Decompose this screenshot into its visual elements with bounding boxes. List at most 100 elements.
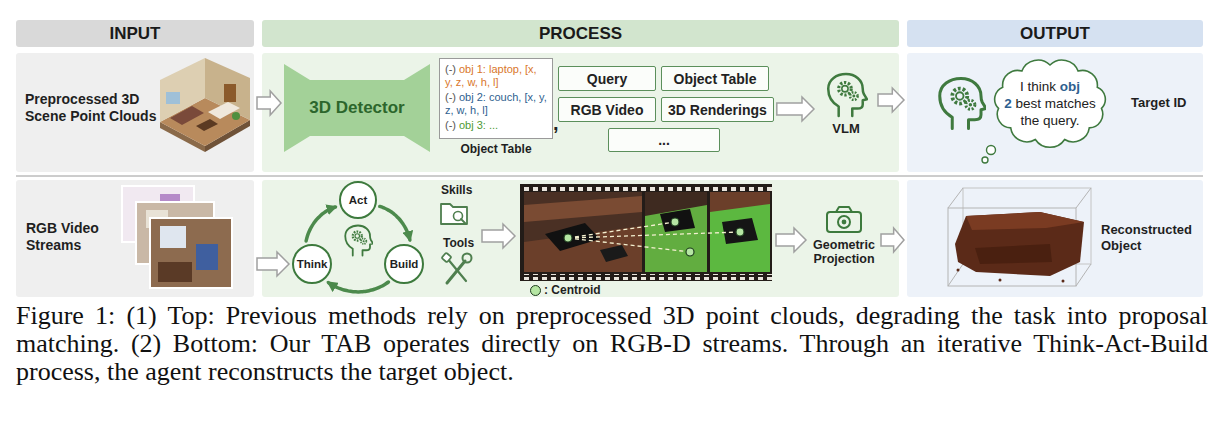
table — [196, 119, 218, 131]
thought-cloud: I thinkobj 2best matches the query. — [988, 55, 1112, 151]
camera-lens — [838, 216, 850, 228]
film-perforations — [520, 274, 772, 280]
row-marker: (-) — [445, 91, 456, 103]
wrench-head — [463, 254, 472, 263]
wrench — [447, 261, 465, 283]
couch — [710, 192, 770, 212]
track-line — [568, 222, 675, 238]
tools-label: Tools — [443, 236, 474, 250]
point — [1062, 280, 1065, 283]
camera-lens-center — [842, 220, 847, 225]
bounding-box-edge — [1076, 188, 1091, 208]
input-panel: RGB Video Streams — [16, 180, 254, 297]
skills-label: Skills — [441, 183, 472, 197]
track-line — [568, 238, 690, 252]
input-box: 3D Renderings — [661, 97, 774, 122]
flow-arrow — [776, 228, 806, 252]
cycle-arrow — [306, 207, 335, 241]
object-table: (-)obj 1: laptop, [x, y, z, w, h, l](-)o… — [439, 58, 553, 156]
node-text: Reconstructed Object — [1101, 222, 1201, 253]
flow-arrow — [257, 91, 281, 115]
bounding-box-edge — [948, 264, 963, 286]
input-box: ... — [608, 128, 720, 152]
row-entry: obj 3: ... — [459, 119, 498, 131]
point — [999, 279, 1002, 282]
table-row: (-)obj 3: ... — [445, 119, 547, 132]
agent-head-icon — [940, 79, 986, 129]
thought-text: best matches the query. — [1015, 96, 1095, 128]
legend-item: : Centroid — [530, 283, 601, 297]
separator-comma: , — [553, 112, 559, 135]
cycle-step: Act — [339, 181, 377, 219]
stage-header: INPUT — [16, 20, 254, 47]
projection-node: Geometric Projection — [810, 204, 878, 267]
agent-head-icon — [345, 226, 373, 256]
input-box: RGB Video — [558, 97, 656, 122]
cloud-outline — [995, 60, 1106, 147]
thought-bubble — [987, 146, 996, 155]
flow-arrow — [777, 97, 814, 121]
node-text: Think — [297, 258, 328, 270]
thought-bubble — [982, 157, 988, 163]
node-text: Build — [390, 258, 419, 270]
divider-line — [16, 176, 1203, 177]
output-panel: Reconstructed Object — [907, 180, 1203, 297]
couch-top — [966, 212, 1084, 230]
process-panel — [262, 180, 899, 297]
track-line — [568, 232, 740, 238]
node-text: PROCESS — [539, 24, 622, 44]
node-text: OUTPUT — [1020, 24, 1090, 44]
flow-arrow — [257, 252, 289, 276]
vlm-node: VLM — [817, 72, 875, 137]
cabinet — [224, 84, 236, 102]
process-panel — [262, 53, 899, 172]
node-text: 3D Detector — [309, 98, 404, 118]
node-text: 3D Renderings — [668, 102, 767, 118]
vlm-icon — [824, 72, 868, 118]
detector-body — [284, 64, 430, 152]
figure-caption: Figure 1: (1) Top: Previous methods rely… — [16, 302, 1208, 386]
window — [160, 226, 186, 248]
camera-icon — [824, 204, 864, 234]
node-text: Act — [349, 194, 368, 206]
chair — [196, 244, 218, 270]
camera-top — [836, 207, 852, 212]
mask-overlay — [645, 205, 707, 272]
node-text: Preprocessed 3D Scene Point Clouds — [25, 91, 159, 125]
tools-icon — [442, 253, 472, 283]
couch — [170, 106, 204, 125]
folder-icon — [441, 204, 467, 224]
laptop — [722, 218, 758, 244]
table — [158, 262, 192, 282]
table-frame: (-)obj 1: laptop, [x, y, z, w, h, l](-)o… — [439, 58, 553, 139]
cloud-text-block: I thinkobj 2best matches the query. — [988, 78, 1112, 129]
row-entry: obj 1: laptop, [x, y, z, w, h, l] — [445, 63, 537, 88]
film-frame — [524, 192, 642, 272]
row-marker: (-) — [445, 119, 456, 131]
device — [600, 245, 628, 262]
film-perforations — [520, 185, 772, 191]
row-marker: (-) — [445, 63, 456, 75]
flow-arrow — [881, 228, 904, 252]
scene-point-cloud — [160, 58, 250, 152]
cycle-arrow — [380, 206, 410, 240]
input-panel — [16, 53, 254, 172]
output-panel — [907, 180, 1203, 297]
node-text: Object Table — [674, 71, 757, 87]
thought-text: I think — [1020, 79, 1056, 94]
magnifier-handle — [461, 219, 466, 224]
input-panel — [16, 180, 254, 297]
centroid-dot — [671, 218, 679, 226]
laptop — [660, 209, 695, 232]
cycle-arrow — [328, 282, 388, 292]
film-frame — [645, 192, 707, 272]
input-box: Query — [558, 66, 656, 91]
node-text: ... — [658, 132, 670, 148]
reconstructed-object — [948, 188, 1091, 286]
output-panel — [907, 53, 1203, 172]
cycle-step: Build — [384, 244, 424, 284]
node-text: VLM — [832, 122, 859, 137]
couch — [524, 196, 642, 222]
stage-header: PROCESS — [262, 20, 899, 47]
